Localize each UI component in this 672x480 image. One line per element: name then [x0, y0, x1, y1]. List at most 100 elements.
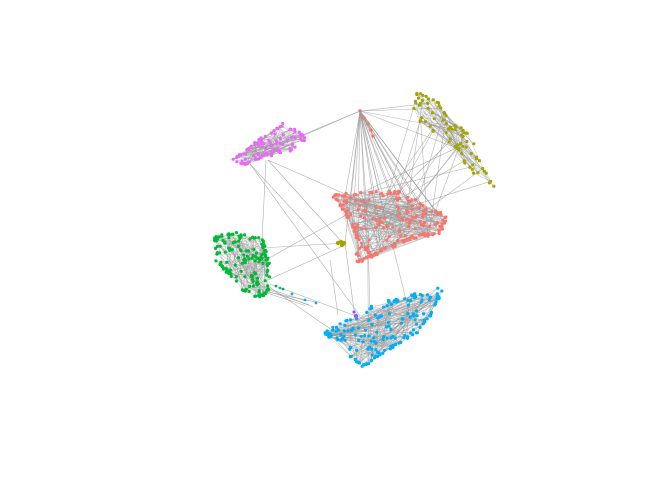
edge: [251, 263, 269, 277]
node: [285, 138, 289, 142]
node: [336, 198, 340, 202]
node: [263, 134, 267, 138]
edge: [359, 197, 397, 249]
edge: [405, 112, 445, 241]
node: [264, 258, 268, 262]
node: [476, 171, 480, 175]
node: [406, 298, 410, 302]
node: [474, 157, 478, 161]
node: [339, 338, 343, 342]
node: [257, 143, 261, 148]
node: [437, 231, 441, 236]
node: [389, 327, 393, 331]
edge: [398, 191, 413, 207]
node: [376, 316, 380, 320]
edge: [346, 211, 363, 262]
edge: [371, 299, 397, 309]
node: [237, 239, 241, 243]
node: [408, 315, 412, 319]
node: [346, 329, 350, 333]
edge: [379, 294, 428, 356]
node: [250, 256, 254, 260]
node: [242, 257, 247, 261]
node: [270, 143, 274, 147]
node: [419, 119, 423, 123]
edge: [287, 129, 291, 141]
node: [237, 153, 241, 157]
node: [408, 238, 412, 242]
node: [403, 333, 407, 337]
edge: [450, 129, 456, 139]
node: [409, 299, 413, 303]
node: [347, 215, 351, 219]
edge: [355, 141, 450, 235]
node: [413, 198, 418, 202]
edge: [344, 242, 356, 319]
node: [410, 208, 414, 212]
node: [293, 127, 297, 131]
node: [460, 133, 464, 137]
edge: [359, 110, 384, 196]
edge: [349, 342, 376, 350]
node: [419, 92, 423, 96]
node: [379, 249, 383, 253]
node: [264, 249, 268, 254]
node: [411, 333, 415, 337]
node: [405, 208, 409, 212]
node: [378, 353, 382, 357]
node: [410, 293, 414, 297]
node: [471, 171, 476, 175]
node: [370, 306, 374, 310]
edge: [261, 159, 267, 241]
node: [344, 201, 349, 205]
node: [372, 340, 376, 344]
node: [303, 298, 307, 302]
node: [357, 237, 361, 242]
node: [247, 289, 251, 293]
node: [290, 292, 294, 296]
node: [427, 232, 431, 236]
node: [418, 325, 422, 329]
edge: [421, 105, 440, 118]
node: [300, 132, 304, 136]
edge: [390, 295, 414, 338]
edge: [332, 295, 413, 331]
edge: [413, 108, 480, 161]
edge: [358, 324, 373, 363]
node: [360, 259, 364, 263]
node: [444, 131, 448, 135]
node: [415, 92, 419, 97]
node: [254, 255, 258, 259]
node: [352, 310, 356, 314]
node: [413, 227, 417, 231]
node: [290, 143, 294, 147]
edge: [357, 225, 370, 241]
edge: [375, 339, 384, 350]
node: [293, 130, 297, 134]
edge: [373, 203, 421, 256]
node: [252, 154, 256, 158]
edge: [385, 222, 410, 249]
edge: [355, 200, 403, 221]
node: [220, 265, 224, 269]
node: [353, 229, 357, 233]
node: [243, 275, 247, 279]
node: [427, 225, 431, 229]
node: [251, 280, 255, 284]
node: [415, 314, 419, 318]
node: [220, 234, 224, 238]
node: [385, 336, 389, 340]
node: [383, 348, 387, 352]
node: [413, 318, 417, 322]
node: [288, 149, 292, 153]
edge: [262, 291, 305, 306]
node: [334, 325, 339, 329]
edge: [248, 243, 263, 252]
node: [396, 214, 400, 218]
node: [431, 233, 435, 237]
node: [363, 328, 367, 332]
node: [426, 97, 431, 101]
node: [406, 195, 410, 200]
node: [253, 236, 257, 240]
